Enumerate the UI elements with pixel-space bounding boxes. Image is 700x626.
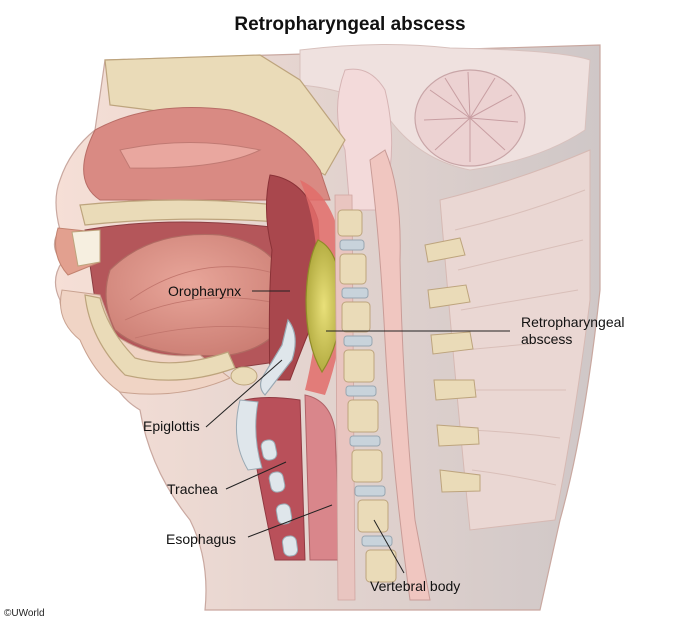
- spinal-cord: [369, 149, 431, 601]
- label-abscess-line1: Retropharyngeal: [521, 314, 625, 330]
- mandible: [84, 294, 236, 381]
- epiglottis-leader: [205, 359, 283, 428]
- esophagus-leader: [247, 504, 333, 538]
- hyoid-bone: [230, 366, 258, 386]
- page-title: Retropharyngeal abscess: [234, 14, 466, 35]
- vertebral-body-leader: [373, 519, 405, 574]
- label-trachea: Trachea: [167, 481, 218, 497]
- nasal-concha: [119, 142, 262, 169]
- tongue-fibers: [124, 266, 286, 339]
- esophagus: [304, 394, 341, 561]
- label-vertebral-body: Vertebral body: [370, 578, 461, 594]
- copyright-notice: ©UWorld: [4, 608, 45, 619]
- label-abscess-line2: abscess: [521, 331, 573, 347]
- cerebellum-folia: [423, 71, 519, 162]
- trachea-leader: [225, 461, 287, 490]
- vertebral-column: [337, 209, 397, 583]
- muscle-fibers: [454, 189, 586, 486]
- spinous-processes: [424, 237, 481, 493]
- upper-teeth: [71, 229, 101, 267]
- thyroid-cartilage: [235, 399, 263, 471]
- leader-lines: [205, 290, 510, 574]
- label-oropharynx: Oropharynx: [168, 283, 242, 299]
- label-epiglottis: Epiglottis: [143, 418, 200, 434]
- epiglottis: [259, 318, 296, 396]
- tracheal-cartilages: [260, 439, 299, 557]
- label-esophagus: Esophagus: [166, 531, 237, 547]
